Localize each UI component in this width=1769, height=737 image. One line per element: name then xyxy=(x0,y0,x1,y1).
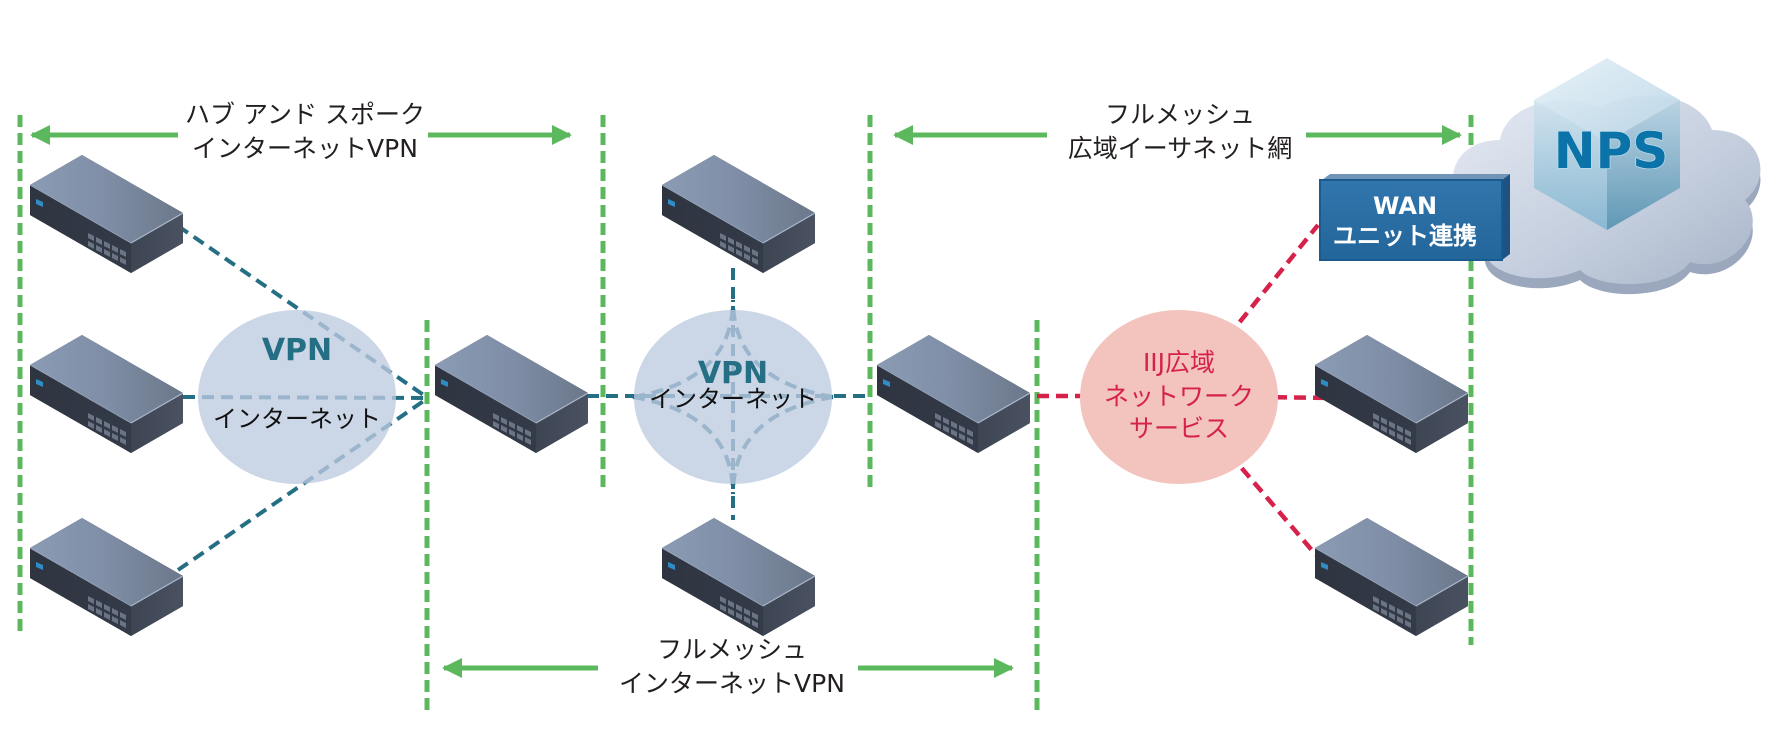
iij-link-4 xyxy=(1178,394,1318,557)
span-label-fullmesh-ethernet-line1: フルメッシュ xyxy=(1105,100,1255,129)
wan-box-line1: WAN xyxy=(1373,192,1437,220)
router-icon-left-top xyxy=(30,155,183,273)
span-label-fullmesh-ethernet-line2: 広域イーサネット網 xyxy=(1068,134,1293,163)
nps-label: NPS xyxy=(1554,122,1669,180)
iij-cloud-line2: ネットワーク xyxy=(1104,382,1254,411)
iij-cloud xyxy=(1080,310,1278,484)
router-icon-hub xyxy=(435,335,588,453)
span-label-fullmesh-vpn-line2: インターネットVPN xyxy=(619,669,845,698)
router-icon-left-mid xyxy=(30,335,183,453)
wan-box-line2: ユニット連携 xyxy=(1333,222,1477,250)
vpn-left-cloud xyxy=(198,310,396,484)
vpn-center-title: VPN xyxy=(698,356,768,391)
wan-box-top xyxy=(1322,174,1510,180)
wan-unit xyxy=(1319,174,1510,261)
router-icon-bridge xyxy=(877,335,1030,453)
nps-cloud xyxy=(1453,58,1761,295)
iij-cloud-line1: IIJ広域 xyxy=(1143,348,1215,377)
vpn-center-cloud xyxy=(634,310,832,484)
router-icon-right-mid xyxy=(1315,335,1468,453)
cube-right xyxy=(1607,100,1680,230)
router-icon-center-bottom xyxy=(662,518,815,636)
span-label-hub-spoke-line2: インターネットVPN xyxy=(192,134,418,163)
span-label-fullmesh-vpn-line1: フルメッシュ xyxy=(657,635,807,664)
span-boundaries xyxy=(17,115,1474,715)
router-icon-center-top xyxy=(662,155,815,273)
vpn-left-title: VPN xyxy=(262,333,332,368)
wan-box-side xyxy=(1502,174,1510,260)
wan-box xyxy=(1319,179,1503,261)
vpn-left-subtitle: インターネット xyxy=(213,405,381,433)
iij-cloud-line3: サービス xyxy=(1129,414,1229,443)
router-icon-right-bottom xyxy=(1315,518,1468,636)
router-icon-left-bottom xyxy=(30,518,183,636)
labels: ハブ アンド スポーク インターネットVPN フルメッシュ 広域イーサネット網 … xyxy=(185,100,1669,698)
cube-left xyxy=(1534,100,1607,230)
span-label-hub-spoke-line1: ハブ アンド スポーク xyxy=(185,100,425,129)
vpn-center-subtitle: インターネット xyxy=(649,385,817,413)
span-arrows xyxy=(30,125,1462,678)
network-clouds xyxy=(198,310,1278,484)
